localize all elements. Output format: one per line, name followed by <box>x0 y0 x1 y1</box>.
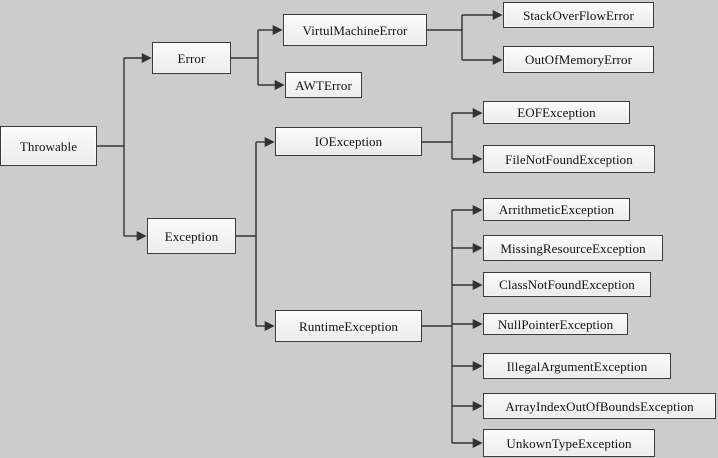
node-throwable[interactable]: Throwable <box>0 126 97 166</box>
node-label: ArrithmeticException <box>498 202 615 217</box>
node-label: UnkownTypeException <box>506 435 632 451</box>
node-awterror[interactable]: AWTError <box>285 72 362 98</box>
node-missingresource[interactable]: MissingResourceException <box>483 235 663 261</box>
node-label: VirtulMachineError <box>302 22 408 38</box>
node-arrithmetic[interactable]: ArrithmeticException <box>483 198 630 221</box>
node-error[interactable]: Error <box>152 42 231 74</box>
node-outofmemory[interactable]: OutOfMemoryError <box>503 46 654 73</box>
node-label: EOFException <box>517 105 596 120</box>
node-filenotfound[interactable]: FileNotFoundException <box>483 145 655 173</box>
node-exception[interactable]: Exception <box>147 218 236 254</box>
node-label: AWTError <box>295 77 352 93</box>
node-virtulmachine[interactable]: VirtulMachineError <box>283 14 427 46</box>
node-runtimeexception[interactable]: RuntimeException <box>275 310 422 342</box>
node-label: IOException <box>314 134 383 149</box>
node-classnotfound[interactable]: ClassNotFoundException <box>483 272 651 297</box>
node-label: Exception <box>164 228 219 244</box>
node-label: ClassNotFoundException <box>499 277 635 292</box>
node-unkowntype[interactable]: UnkownTypeException <box>483 429 655 457</box>
node-nullpointer[interactable]: NullPointerException <box>483 313 628 335</box>
node-illegalargument[interactable]: IllegalArgumentException <box>483 353 671 379</box>
node-label: Throwable <box>19 138 78 154</box>
node-label: Error <box>177 50 206 66</box>
node-ioexception[interactable]: IOException <box>275 127 422 156</box>
node-label: StackOverFlowError <box>523 7 634 23</box>
node-label: FileNotFoundException <box>505 151 633 167</box>
node-stackoverflow[interactable]: StackOverFlowError <box>503 2 654 28</box>
node-label: IllegalArgumentException <box>506 358 648 374</box>
node-arrayindex[interactable]: ArrayIndexOutOfBoundsException <box>483 393 716 419</box>
node-label: ArrayIndexOutOfBoundsException <box>505 398 694 414</box>
node-label: NullPointerException <box>497 316 614 332</box>
node-label: OutOfMemoryError <box>524 52 632 67</box>
node-eofexception[interactable]: EOFException <box>483 101 630 124</box>
node-label: MissingResourceException <box>500 240 646 256</box>
node-label: RuntimeException <box>298 318 399 334</box>
